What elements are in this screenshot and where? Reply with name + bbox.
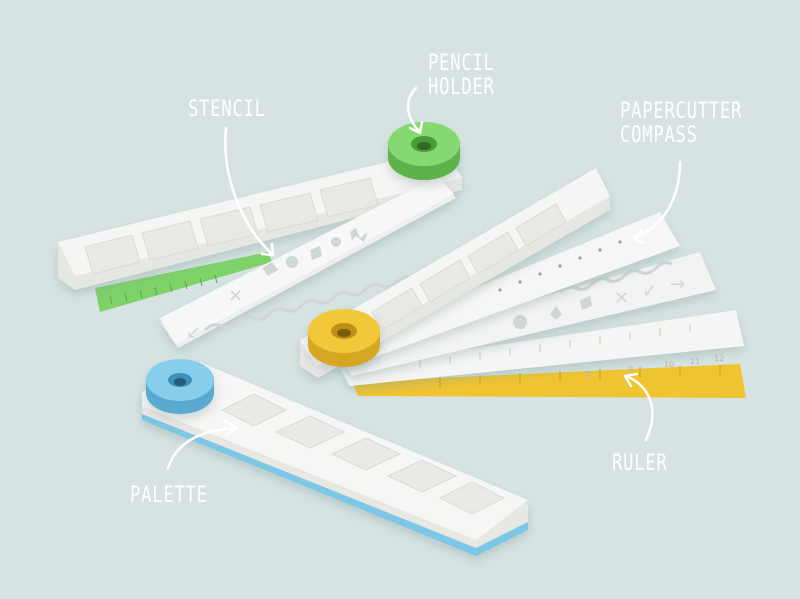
arrow-palette — [166, 419, 239, 470]
white-ruler-blade — [340, 310, 744, 386]
yellow-ruler — [352, 364, 746, 398]
yellow-stencil-symbol-check: ✓ — [642, 281, 657, 302]
yellow-stencil-symbol-x: ✕ — [614, 288, 629, 309]
ruler-number-11: 11 — [690, 357, 700, 366]
papercutter-compass-blade — [336, 212, 680, 366]
yellow-set: 8 9 10 11 12 ✕ — [300, 168, 746, 398]
stencil-symbol-x: ✕ — [228, 286, 243, 307]
green-palette-wells — [84, 177, 379, 275]
blue-palette-wells — [220, 393, 506, 515]
ruler-number-12: 12 — [714, 354, 724, 363]
yellow-pencil-holder-knob — [308, 309, 380, 367]
label-pencil-holder-line2: HOLDER — [428, 75, 495, 100]
yellow-stencil-blade — [338, 252, 716, 376]
arrow-papercutter-compass — [631, 160, 682, 245]
annotation-arrows — [166, 86, 682, 470]
ruler-number-9: 9 — [628, 365, 633, 374]
green-ruler-ticks — [109, 274, 218, 305]
yellow-palette-wells — [371, 203, 567, 331]
stencil-cutouts — [262, 228, 368, 276]
label-compass-line2: COMPASS — [620, 123, 698, 148]
arrow-ruler — [623, 372, 654, 442]
ruler-numbers: 8 9 10 11 12 — [586, 354, 724, 379]
blue-pencil-holder-knob — [146, 359, 214, 414]
yellow-stencil-cutouts — [513, 296, 592, 329]
label-pencil-holder: PENCIL HOLDER — [428, 52, 495, 100]
stencil-wave — [203, 275, 414, 332]
label-ruler: RULER — [612, 451, 668, 476]
green-pencil-holder-knob — [388, 122, 460, 180]
arrow-stencil — [224, 126, 275, 257]
yellow-stencil-symbol-arrow: → — [670, 274, 685, 295]
stencil-blade — [160, 176, 456, 348]
label-papercutter-compass: PAPERCUTTER COMPASS — [620, 100, 742, 148]
label-pencil-holder-line1: PENCIL — [428, 51, 495, 76]
yellow-stencil-wave — [558, 261, 673, 294]
green-set: ↙ ✕ — [58, 122, 462, 348]
label-papercutter-line1: PAPERCUTTER — [620, 99, 743, 124]
ruler-number-10: 10 — [664, 360, 674, 369]
ruler-ticks-fine — [419, 324, 691, 368]
label-stencil: STENCIL — [188, 97, 266, 122]
yellow-ruler-ticks — [439, 365, 721, 387]
blue-set — [142, 359, 528, 556]
green-ruler-strip — [95, 252, 272, 312]
stencil-symbol-arrow: ↙ — [186, 322, 201, 343]
compass-holes — [498, 240, 622, 292]
ruler-number-8: 8 — [586, 370, 591, 379]
label-palette: PALETTE — [130, 483, 208, 508]
arrow-pencil-holder — [407, 86, 424, 135]
